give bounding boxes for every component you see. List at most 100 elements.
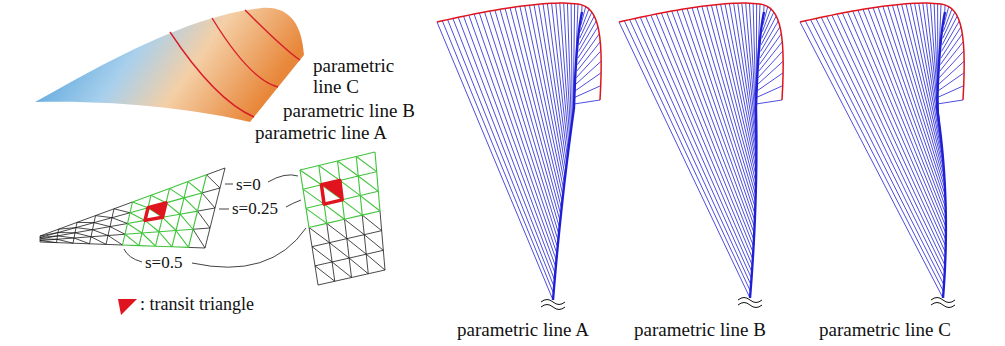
mesh-edge xyxy=(202,193,215,208)
mesh-edge xyxy=(40,233,58,236)
blade-line xyxy=(937,100,963,104)
mesh-edge xyxy=(166,188,170,202)
mesh-edge xyxy=(57,239,73,243)
mesh-edge xyxy=(184,182,188,198)
blade xyxy=(437,3,601,309)
blade-line xyxy=(579,21,597,51)
mesh-edge xyxy=(130,213,145,221)
mesh-edge xyxy=(114,209,130,213)
mesh-edge xyxy=(319,161,338,166)
parametric-line xyxy=(245,10,300,60)
break-mark xyxy=(931,298,955,303)
surface-label: parametric line C xyxy=(313,56,408,98)
blade-line xyxy=(575,86,601,98)
mesh-edge xyxy=(202,175,207,193)
mesh-edge xyxy=(364,235,383,251)
leader-line xyxy=(192,228,306,267)
mesh-edge xyxy=(40,236,58,238)
blade-line xyxy=(757,73,783,91)
mesh-edge xyxy=(159,232,172,247)
mesh-edge xyxy=(106,236,108,245)
mesh-edge xyxy=(133,195,152,202)
blade-line xyxy=(687,9,755,215)
mesh-edge xyxy=(77,222,94,223)
blade-line xyxy=(525,6,564,190)
mesh-edge xyxy=(58,233,76,236)
mesh-edge xyxy=(110,218,112,227)
mesh-edge xyxy=(366,254,368,274)
mesh-edge xyxy=(145,220,159,231)
mesh-edge xyxy=(180,198,184,214)
blade-line xyxy=(576,61,601,84)
mesh-edge xyxy=(340,176,358,180)
mesh-edge xyxy=(184,193,202,198)
mesh-edge xyxy=(319,166,340,181)
mesh-edge xyxy=(91,236,108,237)
blade-line xyxy=(534,5,565,177)
mesh-edge xyxy=(342,200,362,215)
mesh-edge xyxy=(74,237,91,238)
mesh-edge xyxy=(142,233,156,246)
blade-line xyxy=(746,3,757,133)
mesh-edge xyxy=(324,204,344,219)
mesh-edge xyxy=(309,223,327,227)
mesh-edge xyxy=(75,230,93,233)
mesh-edge xyxy=(193,228,210,229)
mesh-edge xyxy=(94,223,110,227)
parametric-line xyxy=(170,32,254,117)
mesh-edge xyxy=(180,214,193,229)
mesh-edge xyxy=(198,193,203,211)
mesh-edge xyxy=(358,172,376,176)
mesh-edge xyxy=(303,185,321,189)
mesh-edge xyxy=(108,234,125,235)
mesh-edge xyxy=(366,254,385,270)
mesh-edge xyxy=(172,231,176,247)
mesh-edge xyxy=(77,216,96,223)
mesh-edge xyxy=(338,161,340,180)
mesh-edge xyxy=(345,219,365,234)
mesh-edge xyxy=(332,258,349,262)
break-mark xyxy=(931,303,955,308)
mesh-label: s=0.5 xyxy=(145,254,182,273)
mesh-edge xyxy=(335,278,352,282)
blade-line xyxy=(458,17,555,273)
mesh-edge xyxy=(312,247,315,266)
mesh-edge xyxy=(112,209,114,218)
mesh-edge xyxy=(94,216,96,223)
blade-line xyxy=(940,42,963,71)
mesh-edge xyxy=(362,215,381,231)
mesh-edge xyxy=(306,208,327,223)
mesh-edge xyxy=(128,220,146,223)
mesh-edge xyxy=(166,203,180,214)
mesh-edge xyxy=(123,244,140,246)
mesh-edge xyxy=(300,170,303,189)
mesh-edge xyxy=(40,241,57,243)
blade xyxy=(619,3,783,307)
mesh-edge xyxy=(156,232,160,246)
mesh-edge xyxy=(108,227,110,236)
mesh-edge xyxy=(58,232,75,233)
mesh-edge xyxy=(342,196,360,200)
mesh-edge xyxy=(220,168,225,188)
blade-line xyxy=(940,34,962,65)
blade-line xyxy=(574,100,600,104)
mesh-edge xyxy=(112,213,130,218)
mesh-edge xyxy=(172,246,189,248)
blade-line xyxy=(842,13,945,246)
figure-caption: parametric line B xyxy=(600,320,800,341)
mesh-edge xyxy=(128,224,143,234)
mesh-edge xyxy=(133,202,149,208)
blade-line xyxy=(800,22,943,298)
mesh-edge xyxy=(315,262,332,266)
blade-line xyxy=(571,3,572,120)
mesh-edge xyxy=(349,258,368,274)
blade-line xyxy=(505,9,561,215)
mesh-label: s=0.25 xyxy=(232,200,278,219)
mesh-edge xyxy=(329,239,346,243)
mesh-edge xyxy=(176,214,180,230)
mesh-edge xyxy=(75,233,91,237)
blade-line xyxy=(941,27,961,58)
mesh-edge xyxy=(163,214,181,217)
mesh-edge xyxy=(176,229,193,230)
mesh-edge xyxy=(306,208,309,227)
